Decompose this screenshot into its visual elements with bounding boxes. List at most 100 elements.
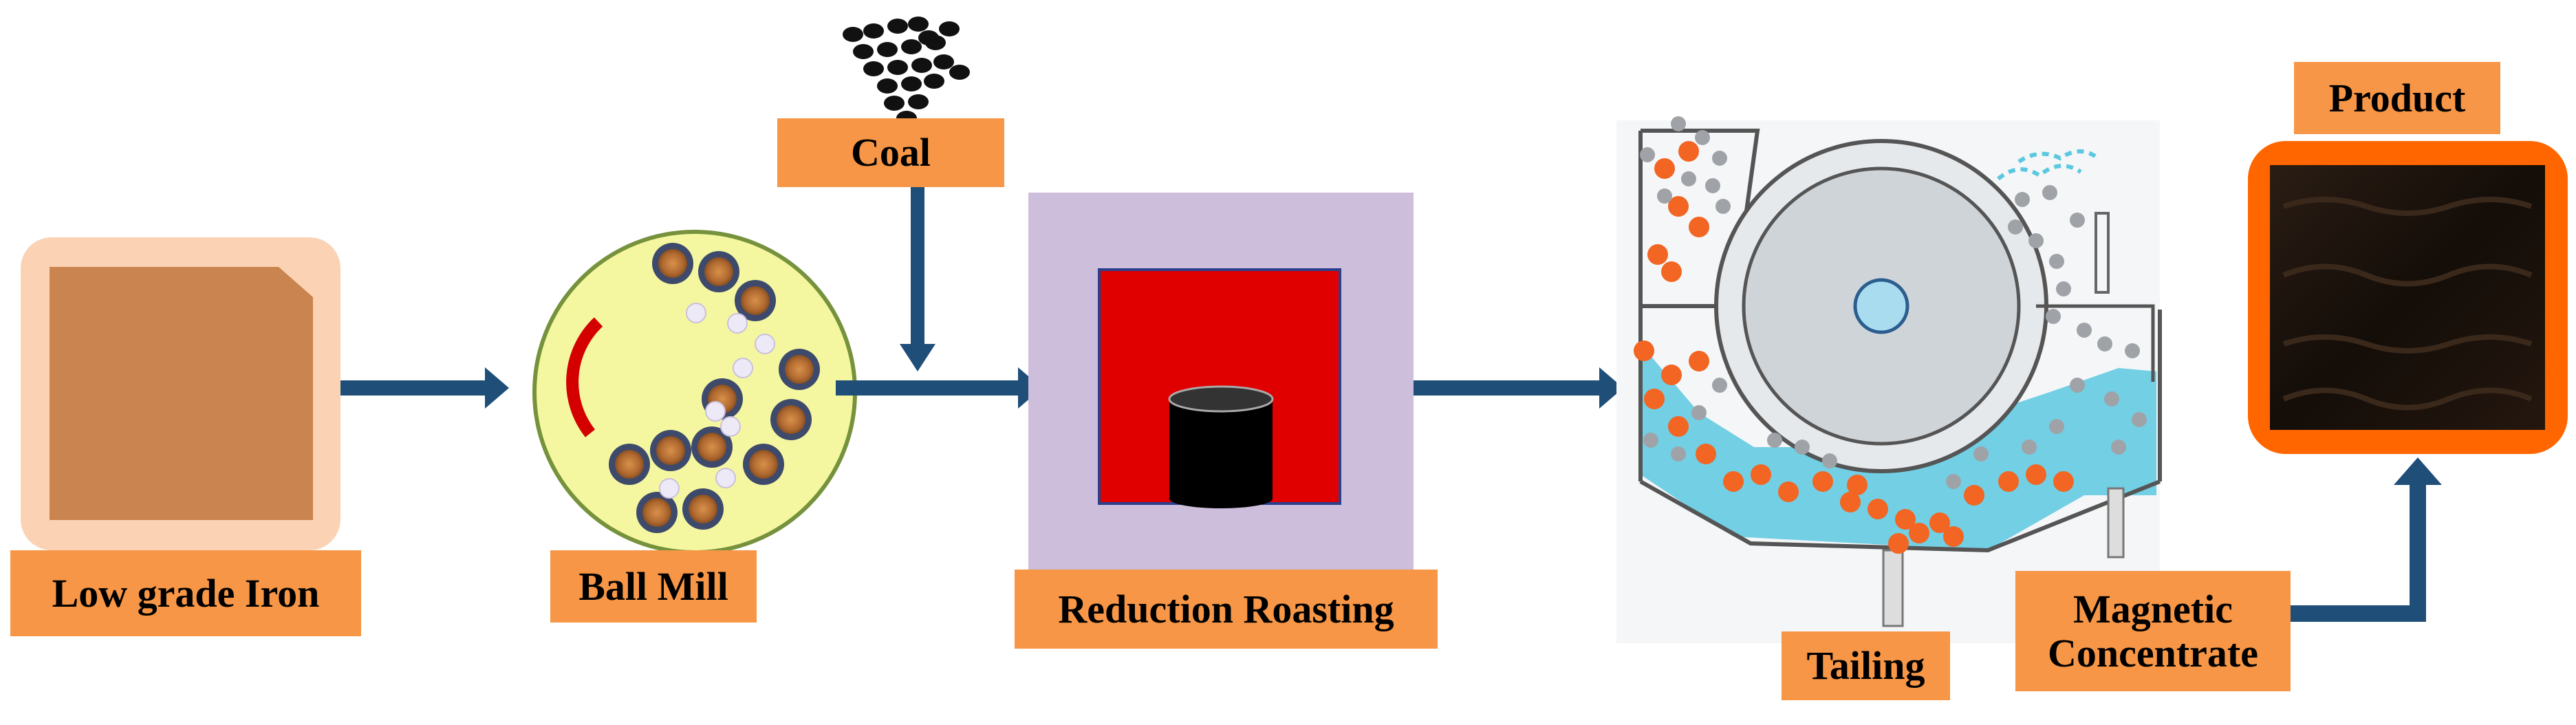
coal-lump xyxy=(863,61,884,76)
magnetic-particle xyxy=(1668,416,1689,437)
nonmagnetic-particle xyxy=(2111,440,2126,455)
coal-lump xyxy=(918,30,939,45)
nonmagnetic-particle xyxy=(1671,446,1686,462)
magnetic-particle xyxy=(1647,244,1668,265)
magnetic-particle xyxy=(1847,475,1868,495)
magnetic-particle xyxy=(1929,512,1950,533)
arrow-mill-to-roaster xyxy=(836,367,1042,409)
arrow-concentrate-to-product xyxy=(2287,457,2442,622)
magnetic-particle xyxy=(1654,158,1675,179)
magnetic-particle xyxy=(2026,464,2046,485)
grinding-ball xyxy=(727,313,748,334)
coal-lump xyxy=(924,74,944,89)
grinding-ball xyxy=(733,358,753,378)
coal-lump xyxy=(884,96,905,111)
coal-lump xyxy=(933,54,954,69)
grinding-ball xyxy=(686,303,706,323)
grinding-ball xyxy=(705,401,726,422)
nonmagnetic-particle xyxy=(2104,391,2119,407)
magnetic-particle xyxy=(1644,389,1665,409)
magnetic-particle xyxy=(1751,464,1771,485)
magnetic-particle xyxy=(1696,444,1716,464)
magnetic-particle xyxy=(1634,340,1654,361)
nonmagnetic-particle xyxy=(1691,405,1707,420)
label-magnetic-concentrate: Magnetic Concentrate xyxy=(2015,571,2291,691)
label-ball-mill: Ball Mill xyxy=(550,550,757,623)
nonmagnetic-particle xyxy=(2022,440,2037,455)
coal-lump xyxy=(939,21,960,36)
coal-lump xyxy=(908,94,929,109)
label-reduction-roasting: Reduction Roasting xyxy=(1015,570,1438,649)
nonmagnetic-particle xyxy=(1643,433,1658,448)
magnetic-particle xyxy=(1812,471,1833,492)
label-coal: Coal xyxy=(777,118,1004,187)
arrow-coal-feed xyxy=(900,182,935,371)
nonmagnetic-particle xyxy=(2042,185,2057,200)
reduction-roasting-furnace xyxy=(1028,193,1414,571)
low-grade-iron-sample xyxy=(21,237,340,550)
magnetic-particle xyxy=(1888,533,1909,554)
nonmagnetic-particle xyxy=(2049,254,2064,269)
nonmagnetic-particle xyxy=(2056,281,2071,296)
label-low-grade-iron: Low grade Iron xyxy=(10,550,361,636)
label-tailing: Tailing xyxy=(1782,631,1950,700)
magnetic-particle xyxy=(1964,485,1984,506)
coal-lump xyxy=(887,60,908,75)
magnetic-particle xyxy=(1909,523,1929,543)
nonmagnetic-particle xyxy=(1767,433,1782,448)
nonmagnetic-particle xyxy=(2077,323,2092,338)
nonmagnetic-particle xyxy=(1657,188,1672,204)
nonmagnetic-particle xyxy=(1695,130,1710,145)
coal-lump xyxy=(853,44,874,59)
magnetic-particle xyxy=(1840,492,1861,512)
nonmagnetic-particle xyxy=(2132,412,2147,427)
magnetic-particle xyxy=(1998,471,2019,492)
nonmagnetic-particle xyxy=(2028,233,2044,248)
magnetic-particle xyxy=(1778,481,1799,502)
coal-lump xyxy=(911,58,932,73)
magnetic-particle xyxy=(1661,365,1682,385)
magnetic-particle xyxy=(1723,471,1744,492)
coal-lump xyxy=(908,17,929,32)
label-product: Product xyxy=(2294,62,2500,134)
coal-lump xyxy=(863,23,884,39)
coal-lump xyxy=(901,39,922,54)
magnetic-particle xyxy=(1689,217,1709,237)
magnetic-particle xyxy=(1668,196,1689,217)
product-sample xyxy=(2248,141,2568,454)
grinding-ball xyxy=(659,478,680,499)
nonmagnetic-particle xyxy=(1822,453,1837,468)
arrow-ore-to-mill xyxy=(340,367,509,409)
magnetic-particle xyxy=(2053,471,2074,492)
nonmagnetic-particle xyxy=(2046,309,2061,324)
grinding-ball xyxy=(715,468,736,488)
magnetic-particle xyxy=(1689,351,1709,371)
grinding-ball xyxy=(720,416,741,437)
nonmagnetic-particle xyxy=(2008,219,2023,235)
nonmagnetic-particle xyxy=(1973,446,1989,462)
magnetic-particle xyxy=(1678,141,1699,162)
coal-lump xyxy=(887,19,908,34)
arrow-roaster-to-separator xyxy=(1414,367,1623,409)
nonmagnetic-particle xyxy=(2097,336,2112,351)
nonmagnetic-particle xyxy=(2125,343,2140,358)
coal-lump xyxy=(877,42,898,57)
nonmagnetic-particle xyxy=(1715,199,1731,214)
nonmagnetic-particle xyxy=(2070,213,2085,228)
coal-lump xyxy=(843,27,863,42)
nonmagnetic-particle xyxy=(2015,192,2030,207)
nonmagnetic-particle xyxy=(1795,440,1810,455)
ball-mill-grinding-media xyxy=(609,243,820,533)
coal-lump xyxy=(949,65,970,80)
coal-lump xyxy=(901,76,922,91)
nonmagnetic-particle xyxy=(1712,378,1727,393)
nonmagnetic-particle xyxy=(1946,474,1961,489)
nonmagnetic-particle xyxy=(1712,151,1727,166)
nonmagnetic-particle xyxy=(1705,178,1720,193)
nonmagnetic-particle xyxy=(2049,419,2064,434)
nonmagnetic-particle xyxy=(1681,171,1696,186)
magnetic-particle xyxy=(1943,526,1964,547)
magnetic-particle xyxy=(1895,509,1916,530)
nonmagnetic-particle xyxy=(2070,378,2085,393)
